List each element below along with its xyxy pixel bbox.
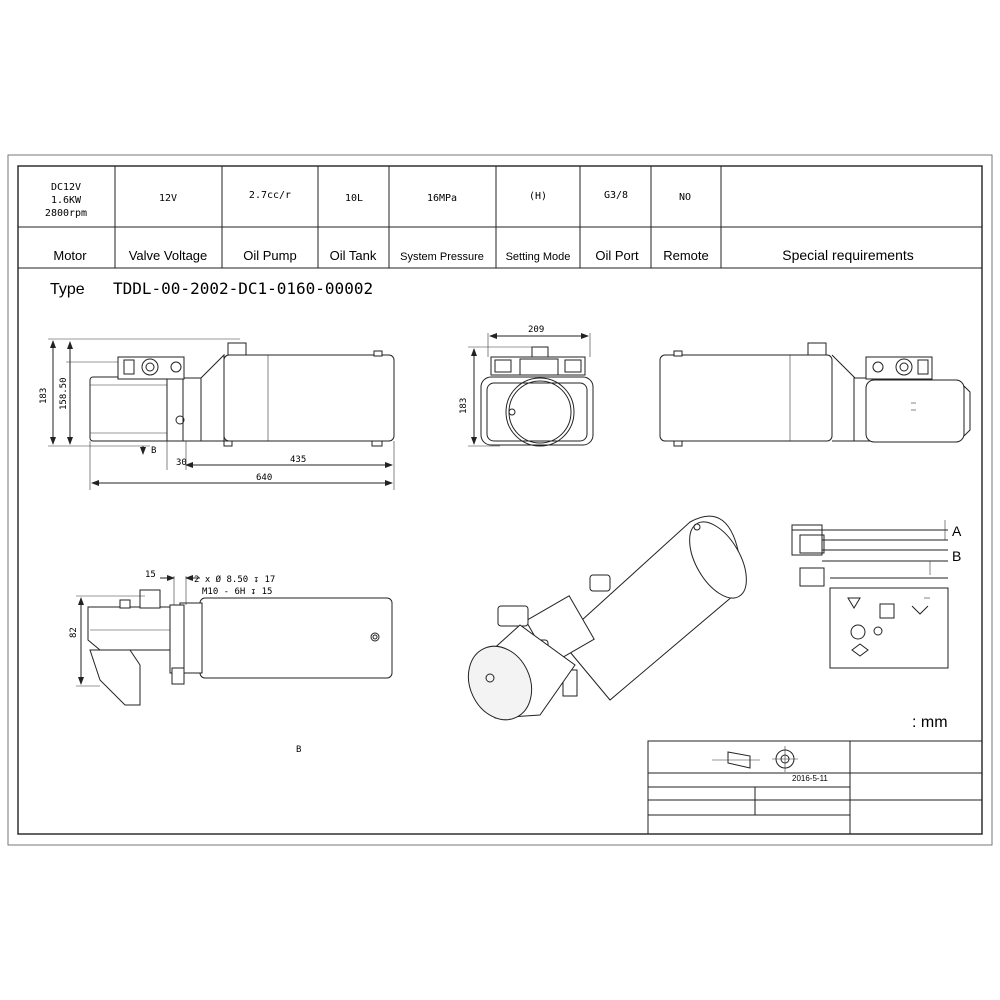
- header-remote: Remote: [663, 248, 709, 263]
- header-motor: Motor: [53, 248, 87, 263]
- bottom-view: [87, 589, 393, 706]
- valve-voltage-value: 12V: [159, 193, 177, 204]
- header-system-pressure: System Pressure: [400, 251, 484, 263]
- dim-front-640: 640: [256, 473, 272, 483]
- port-a-label: A: [952, 523, 962, 539]
- motor-value-line-2: 1.6KW: [51, 195, 82, 206]
- type-code: TDDL-00-2002-DC1-0160-00002: [113, 279, 373, 298]
- spec-table: DC12V 1.6KW 2800rpm 12V 2.7cc/r 10L 16MP…: [18, 166, 982, 269]
- motor-value-line-1: DC12V: [51, 182, 81, 193]
- dim-side-height: 183: [459, 398, 469, 414]
- dim-front-435: 435: [290, 455, 306, 465]
- oil-port-value: G3/8: [604, 190, 628, 201]
- oil-tank-value: 10L: [345, 193, 363, 204]
- title-block: 2016-5-11: [647, 740, 983, 835]
- bottom-view-dimensions: 15 2 x Ø 8.50 ↧ 17 M10 - 6H ↧ 15 82 B: [69, 570, 301, 755]
- title-date: 2016-5-11: [792, 774, 828, 783]
- dim-bottom-82: 82: [69, 627, 79, 638]
- header-setting-mode: Setting Mode: [506, 251, 571, 263]
- remote-value: NO: [679, 192, 691, 203]
- projection-symbol: [712, 746, 798, 772]
- front-view: [89, 342, 395, 447]
- label-front-b: B: [151, 446, 156, 456]
- dim-side-width: 209: [528, 325, 544, 335]
- system-pressure-value: 16MPa: [427, 193, 457, 204]
- dim-bottom-15: 15: [145, 570, 156, 580]
- label-bottom-b: B: [296, 745, 301, 755]
- unit-label: : mm: [912, 714, 948, 731]
- header-oil-pump: Oil Pump: [243, 248, 296, 263]
- dim-front-axis-height: 158.50: [59, 377, 69, 410]
- dim-front-height: 183: [39, 388, 49, 404]
- setting-mode-value: (H): [529, 191, 547, 202]
- inner-border: [17, 165, 983, 835]
- oil-pump-value: 2.7cc/r: [249, 190, 291, 201]
- hydraulic-schematic: A B: [791, 520, 962, 669]
- side-view: [480, 346, 594, 447]
- front-view-dimensions: 183 158.50 B 30 435 640: [39, 338, 395, 490]
- dim-bottom-hole-1: 2 x Ø 8.50 ↧ 17: [194, 574, 275, 585]
- motor-value-line-3: 2800rpm: [45, 208, 87, 219]
- header-oil-port: Oil Port: [595, 248, 639, 263]
- dim-bottom-hole-2: M10 - 6H ↧ 15: [202, 587, 272, 597]
- port-b-label: B: [952, 548, 961, 564]
- dim-front-30: 30: [176, 458, 187, 468]
- header-special-requirements: Special requirements: [782, 247, 914, 263]
- header-oil-tank: Oil Tank: [330, 248, 377, 263]
- side-view-dimensions: 209 183: [459, 325, 591, 447]
- type-label: Type: [50, 281, 85, 298]
- header-valve-voltage: Valve Voltage: [129, 248, 208, 263]
- rear-view: [659, 342, 971, 447]
- isometric-view: [467, 515, 747, 721]
- outer-border: [7, 154, 993, 846]
